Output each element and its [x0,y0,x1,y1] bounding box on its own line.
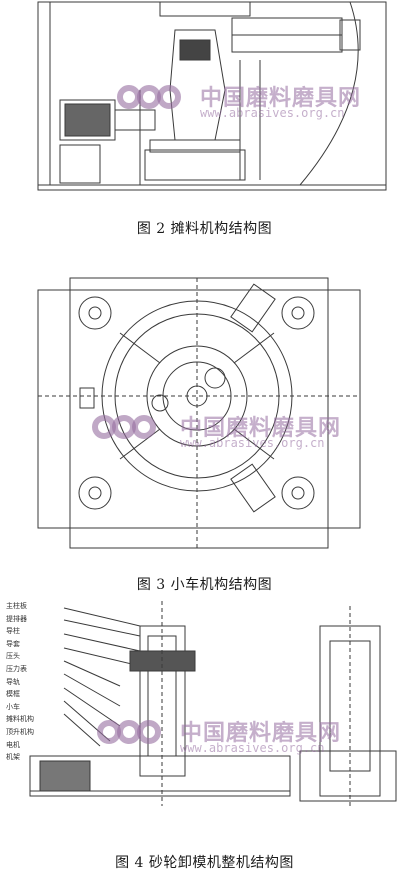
figure-4-label: 导柱 [6,627,20,636]
figure-4-label-list: 主柱板 提排器 导柱 导套 压头 压力表 导轨 模框 小车 摊料机构 顶升机构 … [6,600,66,764]
figure-4-label: 导轨 [6,677,20,686]
figure-3-caption: 图 3 小车机构结构图 [136,577,273,593]
figure-4-svg [29,601,397,806]
figure-4-label: 模框 [6,690,20,699]
figure-4-caption: 图 4 砂轮卸模机整机结构图 [115,855,294,871]
figure-4-label: 电机 [6,740,20,749]
figure-4-label: 提排器 [6,614,27,623]
figure-4-label: 摊料机构 [6,715,34,724]
figure-4-label: 导套 [6,639,20,648]
figure-3-svg [37,277,361,549]
figure-4-label: 小车 [6,702,20,711]
figure-2-svg [37,1,387,191]
figure-3-drawing [0,268,409,558]
figure-2-drawing [0,0,409,200]
figure-4-label: 主柱板 [6,602,27,610]
figure-4-label: 压头 [6,652,20,661]
figure-4-drawing [0,596,409,846]
figure-4-label: 机架 [6,753,20,762]
figure-2-caption: 图 2 摊料机构结构图 [136,221,273,237]
figure-4-label: 顶升机构 [6,727,34,736]
figure-4-label: 压力表 [6,664,27,673]
